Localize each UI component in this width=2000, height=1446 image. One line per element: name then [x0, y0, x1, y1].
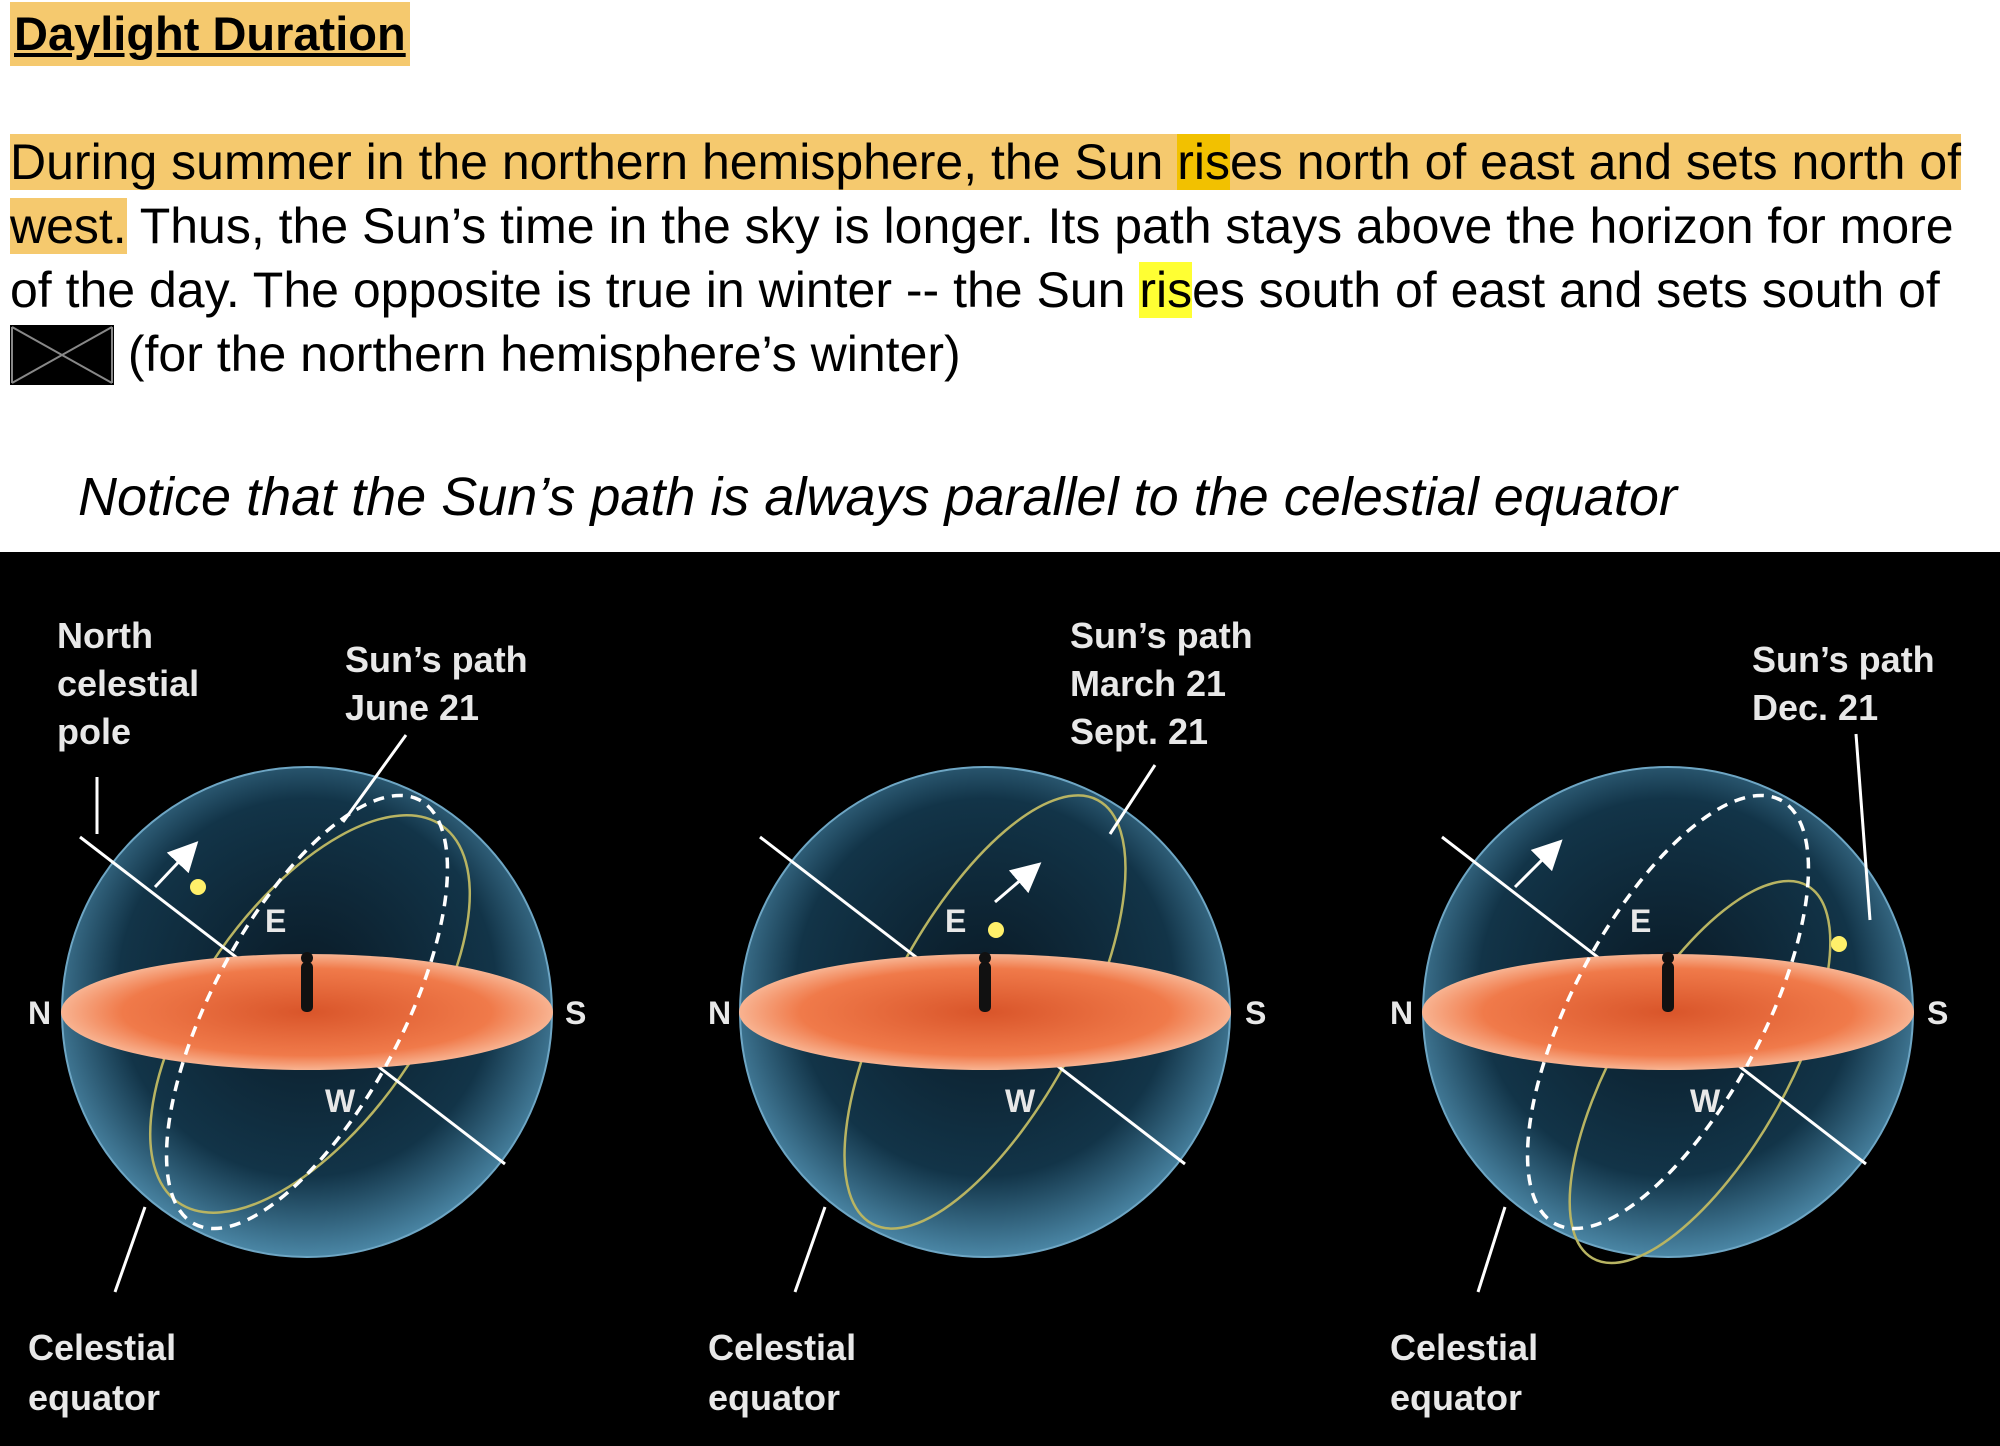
direction-north: N	[1390, 995, 1413, 1031]
summer-text-b: es north of east and sets north of west.	[10, 134, 1962, 254]
body-paragraph: During summer in the northern hemisphere…	[10, 130, 1985, 386]
direction-north: N	[28, 995, 51, 1031]
summer-text-a: During summer in the northern hemisphere…	[10, 134, 1178, 190]
observer-head	[301, 952, 313, 964]
summer-rise-highlight: ris	[1177, 134, 1231, 190]
path-label-line1: Sun’s path	[1752, 639, 1935, 680]
pole-label-line3: pole	[57, 711, 131, 752]
sun-icon	[1831, 936, 1847, 952]
direction-west: W	[325, 1083, 356, 1119]
direction-south: S	[1927, 995, 1948, 1031]
celestial-equator-dashed	[164, 793, 450, 1231]
equator-label-line1: Celestial	[28, 1327, 176, 1368]
direction-west: W	[1690, 1083, 1721, 1119]
equator-label-line1: Celestial	[708, 1327, 856, 1368]
sphere-diagram-svg: .lbl { font-family:"Liberation Sans", sa…	[28, 615, 1948, 1418]
observer-figure	[1662, 962, 1674, 1012]
equator-label-line2: equator	[708, 1377, 840, 1418]
direction-east: E	[945, 903, 966, 939]
equator-leader-line	[793, 1206, 827, 1293]
sun-motion-arrow	[153, 841, 199, 889]
sun-motion-arrow	[994, 862, 1042, 904]
page-title: Daylight Duration	[10, 2, 410, 66]
observer-figure	[979, 962, 991, 1012]
direction-east: E	[1630, 903, 1651, 939]
direction-north: N	[708, 995, 731, 1031]
redacted-word-box	[10, 325, 114, 385]
path-label-line2: March 21	[1070, 663, 1226, 704]
panel-equinox: Sun’s path March 21 Sept. 21 Celestial e…	[708, 615, 1266, 1418]
observer-head	[979, 952, 991, 964]
celestial-equator-dashed	[1525, 793, 1811, 1231]
observer-head	[1662, 952, 1674, 964]
panel-december: Sun’s path Dec. 21 Celestial equator N S…	[1390, 639, 1948, 1418]
path-leader-line	[1108, 764, 1157, 835]
path-label-line3: Sept. 21	[1070, 711, 1208, 752]
equator-leader-line	[1476, 1206, 1507, 1293]
winter-text: es south of east and sets south of	[1192, 262, 1940, 318]
path-label-line2: Dec. 21	[1752, 687, 1878, 728]
sun-icon	[988, 922, 1004, 938]
direction-west: W	[1005, 1083, 1036, 1119]
equator-leader-line	[113, 1206, 147, 1293]
sun-motion-arrow	[1513, 839, 1563, 889]
panel-june: North celestial pole Sun’s path June 21 …	[28, 615, 586, 1418]
sun-icon	[190, 879, 206, 895]
end-text: (for the northern hemisphere’s winter)	[114, 326, 961, 382]
path-leader-line	[341, 734, 408, 823]
pole-label-line2: celestial	[57, 663, 199, 704]
direction-east: E	[265, 903, 286, 939]
equator-label-line1: Celestial	[1390, 1327, 1538, 1368]
path-leader-line	[1854, 733, 1872, 921]
pole-label-line1: North	[57, 615, 153, 656]
celestial-sphere-diagrams: .lbl { font-family:"Liberation Sans", sa…	[0, 552, 2000, 1446]
middle-text: Thus, the Sun’s time in the sky is longe…	[10, 198, 1954, 318]
equator-label-line2: equator	[1390, 1377, 1522, 1418]
direction-south: S	[1245, 995, 1266, 1031]
path-label-line1: Sun’s path	[345, 639, 528, 680]
path-label-line2: June 21	[345, 687, 479, 728]
direction-south: S	[565, 995, 586, 1031]
equator-label-line2: equator	[28, 1377, 160, 1418]
path-label-line1: Sun’s path	[1070, 615, 1253, 656]
winter-rise-highlight: ris	[1139, 262, 1193, 318]
notice-caption: Notice that the Sun’s path is always par…	[78, 467, 1677, 527]
observer-figure	[301, 962, 313, 1012]
